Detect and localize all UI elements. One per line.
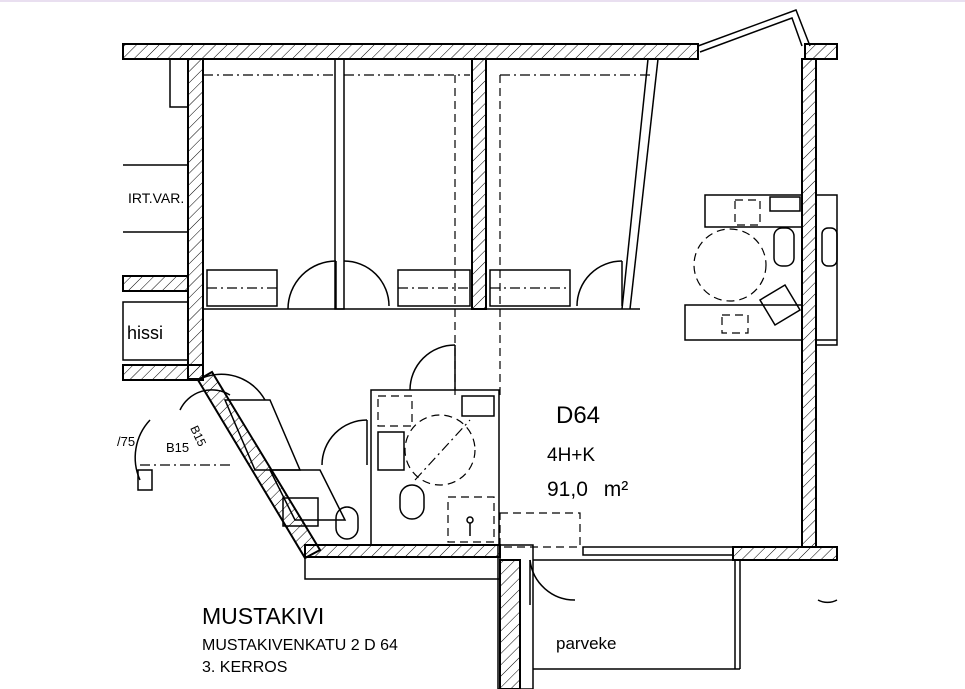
fire-door-label-2: B15: [166, 440, 189, 455]
apartment-area: 91,0 m²: [547, 478, 628, 501]
elevator-label: hissi: [127, 323, 163, 343]
room-dividers: [203, 58, 659, 395]
apartment-area-unit: m²: [604, 478, 629, 501]
apartment-area-value: 91,0: [547, 478, 588, 501]
bathroom: [370, 389, 500, 546]
building-floor: 3. KERROS: [202, 659, 287, 676]
lower-wall: [304, 512, 838, 689]
fire-door-label-1: B15: [187, 423, 209, 449]
apartment-type: 4H+K: [547, 445, 595, 466]
frame-top: [0, 0, 965, 2]
kitchen: [684, 58, 838, 548]
door-swings: [287, 260, 623, 605]
wardrobes: [206, 269, 571, 307]
building-address: MUSTAKIVENKATU 2 D 64: [202, 637, 398, 654]
angled-entrance: [134, 370, 359, 560]
outer-wall-top: [122, 9, 838, 60]
edge-code-label: /75: [117, 434, 135, 449]
building-name: MUSTAKIVI: [202, 603, 324, 629]
apartment-id: D64: [556, 402, 600, 429]
left-wall: [122, 58, 204, 381]
balcony-label: parveke: [556, 634, 616, 653]
storage-label: IRT.VAR.: [128, 190, 184, 206]
